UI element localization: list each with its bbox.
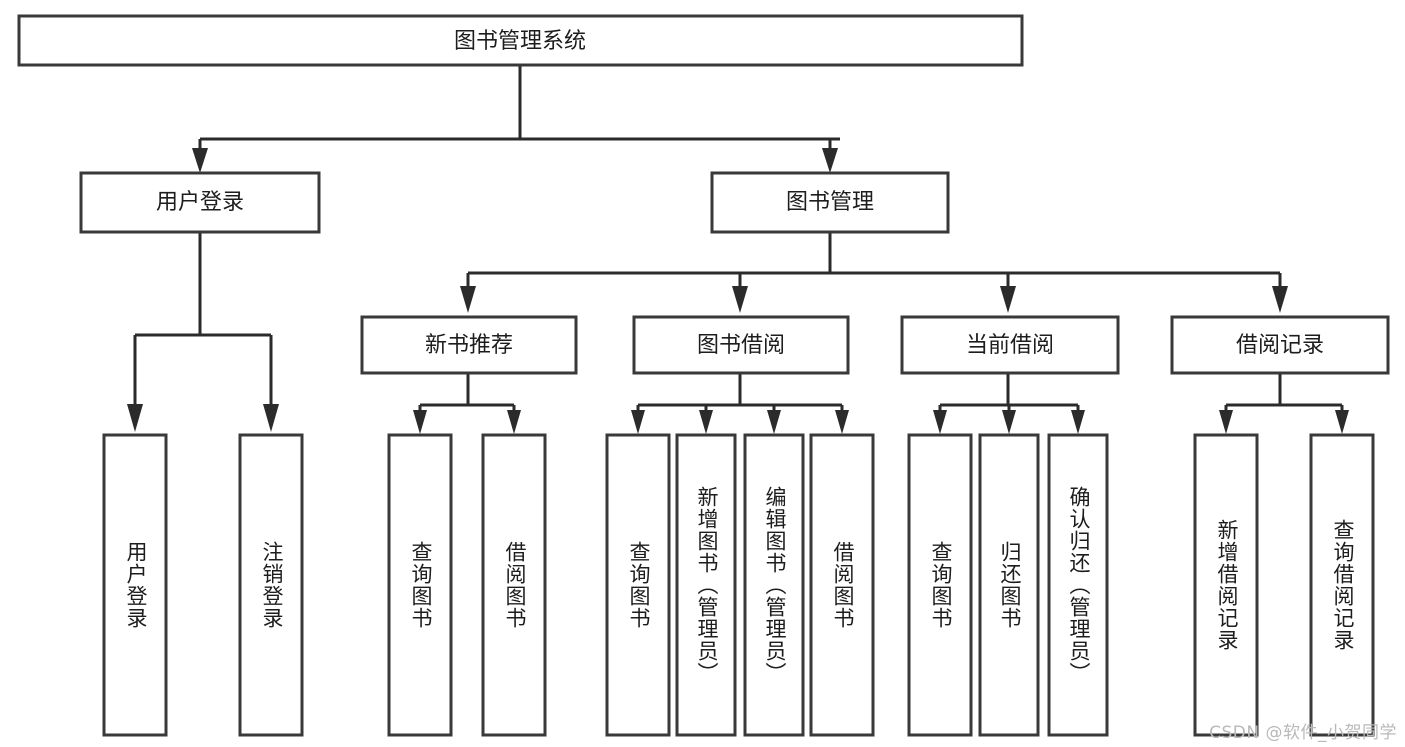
node-leaf-add-borrow-record[interactable]: 新增借阅记录 <box>1193 433 1259 737</box>
node-user-login-label: 用户登录 <box>156 190 244 215</box>
node-book-manage-label: 图书管理 <box>786 190 874 215</box>
connector-borrow-record-to-leaves <box>1219 373 1349 434</box>
node-leaf-query-book-1-label: 查询图书 <box>409 541 433 629</box>
node-root[interactable]: 图书管理系统 <box>17 14 1024 67</box>
node-new-book-recommend[interactable]: 新书推荐 <box>360 315 578 375</box>
node-leaf-query-book-2-label: 查询图书 <box>627 541 651 629</box>
node-leaf-user-login[interactable]: 用户登录 <box>102 433 168 737</box>
connector-new-book-recommend-to-leaves <box>413 373 521 434</box>
node-book-manage[interactable]: 图书管理 <box>710 171 950 234</box>
node-root-label: 图书管理系统 <box>454 29 586 54</box>
node-leaf-edit-book-admin[interactable]: 编辑图书（管理员） <box>743 433 805 737</box>
node-user-login[interactable]: 用户登录 <box>79 171 321 234</box>
node-leaf-borrow-book-1-label: 借阅图书 <box>503 541 527 629</box>
node-borrow-record-label: 借阅记录 <box>1236 333 1324 358</box>
connector-root-to-level2 <box>192 65 840 173</box>
connector-book-manage-to-level3 <box>460 232 1288 313</box>
connector-book-borrow-to-leaves <box>631 373 849 434</box>
node-book-borrow-label: 图书借阅 <box>697 333 785 358</box>
node-leaf-edit-book-admin-label: 编辑图书（管理员） <box>763 486 787 684</box>
node-leaf-borrow-book-2-label: 借阅图书 <box>831 541 855 629</box>
node-leaf-query-borrow-record-label: 查询借阅记录 <box>1331 519 1355 651</box>
node-leaf-query-book-3-label: 查询图书 <box>929 541 953 629</box>
node-leaf-add-book-admin-label: 新增图书（管理员） <box>695 486 719 684</box>
node-current-borrow[interactable]: 当前借阅 <box>900 315 1120 375</box>
node-leaf-query-borrow-record[interactable]: 查询借阅记录 <box>1309 433 1375 737</box>
node-borrow-record[interactable]: 借阅记录 <box>1170 315 1390 375</box>
node-leaf-confirm-return-admin-label: 确认归还（管理员） <box>1067 486 1091 684</box>
node-leaf-confirm-return-admin[interactable]: 确认归还（管理员） <box>1047 433 1109 737</box>
node-leaf-logout-login-label: 注销登录 <box>260 541 284 629</box>
node-leaf-query-book-3[interactable]: 查询图书 <box>907 433 973 737</box>
connector-current-borrow-to-leaves <box>933 373 1085 434</box>
node-leaf-user-login-label: 用户登录 <box>124 541 148 629</box>
node-book-borrow[interactable]: 图书借阅 <box>632 315 850 375</box>
node-leaf-borrow-book-2[interactable]: 借阅图书 <box>809 433 875 737</box>
node-leaf-add-book-admin[interactable]: 新增图书（管理员） <box>675 433 737 737</box>
node-leaf-return-book[interactable]: 归还图书 <box>978 433 1040 737</box>
node-leaf-logout-login[interactable]: 注销登录 <box>238 433 304 737</box>
node-current-borrow-label: 当前借阅 <box>966 333 1054 358</box>
node-leaf-add-borrow-record-label: 新增借阅记录 <box>1215 519 1239 651</box>
node-leaf-query-book-1[interactable]: 查询图书 <box>387 433 453 737</box>
node-leaf-borrow-book-1[interactable]: 借阅图书 <box>481 433 547 737</box>
node-new-book-recommend-label: 新书推荐 <box>425 333 513 358</box>
node-leaf-query-book-2[interactable]: 查询图书 <box>605 433 671 737</box>
node-leaf-return-book-label: 归还图书 <box>998 541 1022 629</box>
watermark-text: CSDN @软件_小贺同学 <box>1209 723 1397 743</box>
connector-user-login-to-leaves <box>127 232 279 432</box>
